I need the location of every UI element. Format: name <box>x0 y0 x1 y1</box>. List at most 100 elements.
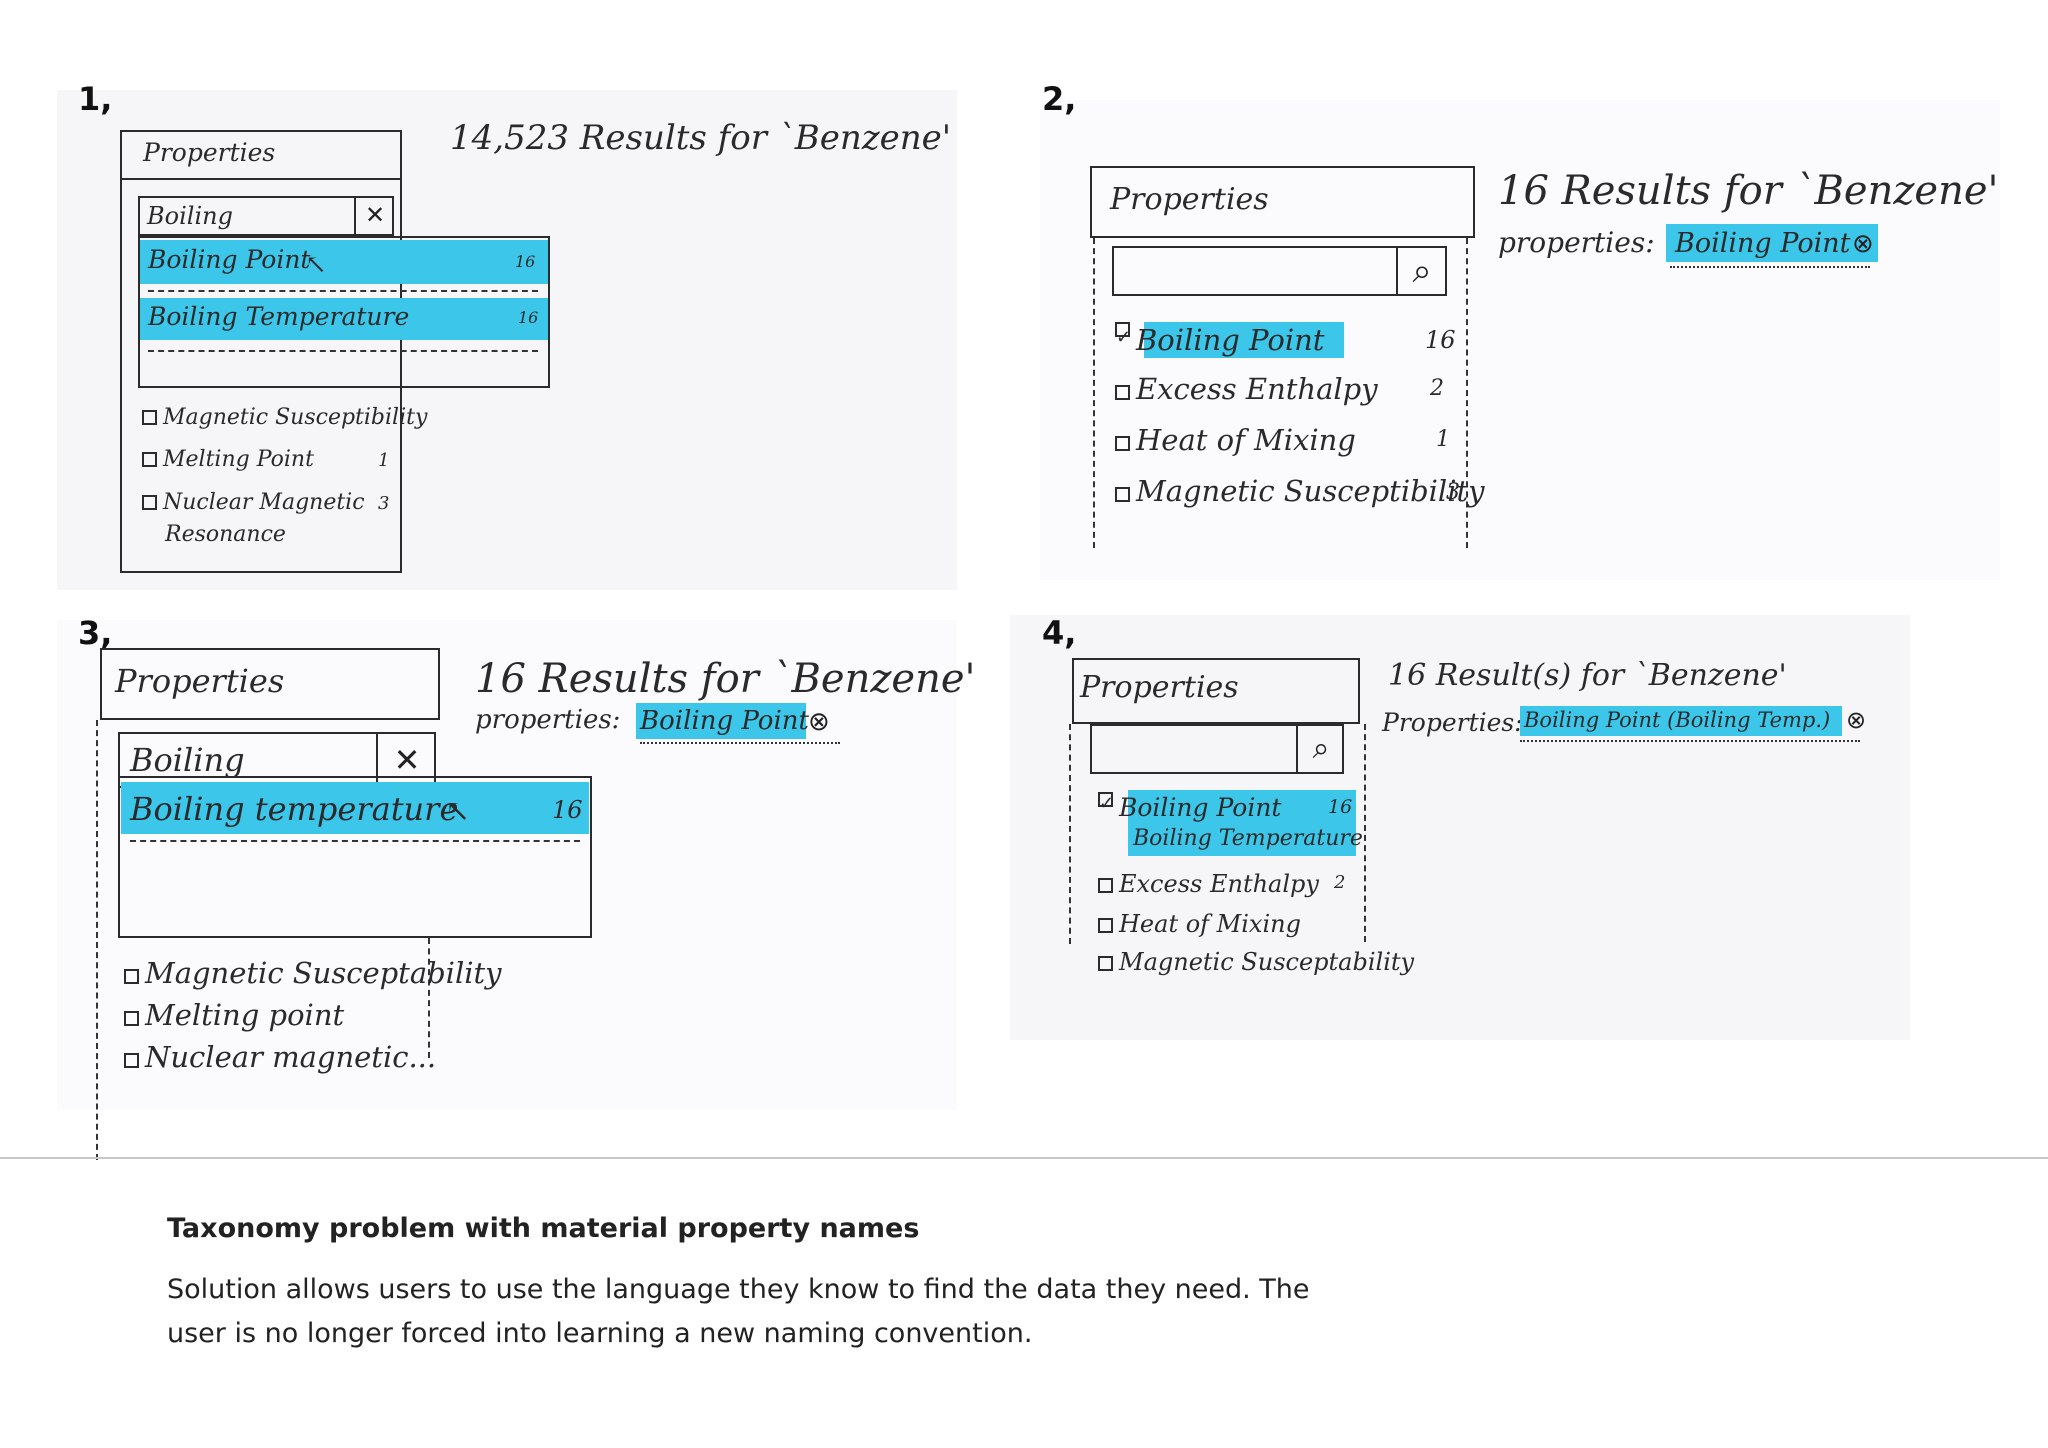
sketch-paper-3 <box>57 620 957 1110</box>
property-count: 2 <box>1430 376 1444 401</box>
checkbox-checked[interactable] <box>1115 322 1130 337</box>
facet-right-border <box>428 938 430 1058</box>
suggestion-highlight <box>121 782 589 834</box>
suggestion-item[interactable]: Boiling Temperature <box>148 302 410 331</box>
search-icon[interactable]: ⌕ <box>1396 248 1446 294</box>
panel-number: 3, <box>78 614 113 652</box>
panel-number: 2, <box>1042 80 1077 118</box>
checkbox[interactable] <box>1115 436 1130 451</box>
remove-filter-icon[interactable]: ⊗ <box>1852 228 1874 258</box>
cursor-icon: ↖ <box>445 794 471 829</box>
checkbox[interactable] <box>1098 878 1113 893</box>
search-icon[interactable]: ⌕ <box>1296 726 1344 772</box>
property-label: Magnetic Susceptibility <box>1136 474 1485 508</box>
active-filter-highlight <box>1666 224 1878 262</box>
facet-left-border <box>1093 238 1095 548</box>
checkbox[interactable] <box>1098 956 1113 971</box>
suggestion-item[interactable]: Boiling temperature <box>130 790 459 828</box>
facet-title: Properties <box>1110 182 1269 217</box>
filter-underline <box>1670 266 1870 268</box>
suggestion-highlight-1 <box>140 240 548 284</box>
filter-underline <box>1520 740 1860 742</box>
filter-label: Properties: <box>1382 708 1523 737</box>
checkbox[interactable] <box>124 1011 139 1026</box>
remove-filter-icon[interactable]: ⊗ <box>1846 707 1867 734</box>
clear-icon[interactable]: ✕ <box>354 198 394 234</box>
property-checkbox-item[interactable]: Magnetic Susceptibility <box>1115 474 1485 508</box>
property-checkbox-item[interactable]: Boiling Point <box>1115 322 1324 357</box>
property-label: Magnetic Susceptibility <box>163 405 428 430</box>
property-label: Melting Point <box>163 447 314 472</box>
remove-filter-icon[interactable]: ⊗ <box>808 706 830 736</box>
facet-title: Properties <box>143 138 276 167</box>
suggestion-highlight-2 <box>140 298 548 340</box>
property-count: 1 <box>1436 427 1450 452</box>
property-count: 3 <box>378 493 390 514</box>
property-checkbox-item[interactable]: Magnetic Susceptability <box>124 956 502 990</box>
checkbox-checked[interactable] <box>1098 792 1113 807</box>
checkbox[interactable] <box>124 1053 139 1068</box>
clear-icon[interactable]: ✕ <box>376 734 436 786</box>
property-label: Nuclear Magnetic <box>163 490 365 515</box>
property-checkbox-item[interactable]: Melting Point <box>142 447 314 472</box>
facet-title: Properties <box>115 662 285 700</box>
property-label: Excess Enthalpy <box>1119 870 1319 898</box>
panel-number: 4, <box>1042 614 1077 652</box>
property-synonym-label: Boiling Temperature <box>1133 826 1363 851</box>
suggestion-separator <box>148 290 538 292</box>
results-count: 16 Results for `Benzene' <box>1498 168 1999 214</box>
active-filter-chip[interactable]: Boiling Point <box>1675 228 1851 259</box>
facet-right-border <box>1364 724 1366 942</box>
active-filter-chip[interactable]: Boiling Point (Boiling Temp.) <box>1524 708 1831 732</box>
suggestion-dropdown <box>138 236 550 388</box>
properties-facet <box>1072 658 1360 724</box>
property-checkbox-item[interactable]: Melting point <box>124 998 344 1032</box>
property-checkbox-item[interactable]: Excess Enthalpy <box>1098 870 1319 898</box>
filter-label: properties: <box>475 705 621 735</box>
facet-left-border <box>1069 724 1071 944</box>
checkbox[interactable] <box>124 969 139 984</box>
property-search-input[interactable] <box>1112 246 1447 296</box>
property-count: 16 <box>1425 326 1456 354</box>
checkbox[interactable] <box>142 495 157 510</box>
sketch-paper-1 <box>57 90 957 590</box>
suggestion-separator <box>130 840 580 842</box>
sketch-panel-2: 2, 16 Results for `Benzene' properties: … <box>1000 0 2048 600</box>
suggestion-count: 16 <box>515 252 536 271</box>
checkbox[interactable] <box>1115 385 1130 400</box>
facet-title: Properties <box>1080 670 1239 705</box>
property-label: Boiling Point <box>1136 323 1325 357</box>
checkbox[interactable] <box>142 452 157 467</box>
property-checkbox-item[interactable]: Magnetic Susceptability <box>1098 948 1414 976</box>
facet-right-border <box>1466 238 1468 548</box>
property-checkbox-item[interactable]: Boiling Point <box>1098 792 1281 822</box>
suggestion-item[interactable]: Boiling Point <box>148 245 311 274</box>
property-checkbox-item[interactable]: Excess Enthalpy <box>1115 372 1378 406</box>
active-filter-highlight <box>636 703 806 739</box>
property-count: 3 <box>1446 480 1460 505</box>
property-checkbox-item[interactable]: Heat of Mixing <box>1098 910 1301 938</box>
property-search-input[interactable] <box>138 196 394 236</box>
property-label-line2: Resonance <box>165 522 286 547</box>
property-label: Magnetic Susceptability <box>145 956 502 990</box>
checked-item-highlight <box>1128 790 1356 856</box>
property-label: Melting point <box>145 998 345 1032</box>
property-count: 1 <box>378 450 390 471</box>
checkbox[interactable] <box>1098 918 1113 933</box>
active-filter-highlight <box>1520 706 1842 736</box>
property-search-input[interactable] <box>1090 724 1344 774</box>
checked-item-highlight <box>1144 322 1344 358</box>
checkbox[interactable] <box>1115 487 1130 502</box>
property-checkbox-item[interactable]: Heat of Mixing <box>1115 423 1356 457</box>
property-checkbox-item[interactable]: Magnetic Susceptibility <box>142 405 427 430</box>
property-checkbox-item[interactable]: Nuclear Magnetic <box>142 490 365 515</box>
property-checkbox-item[interactable]: Nuclear magnetic... <box>124 1040 436 1074</box>
caption-body: Solution allows users to use the languag… <box>167 1274 1310 1349</box>
title-underline <box>122 178 400 180</box>
facet-left-border <box>96 720 98 1160</box>
cursor-icon: ↖ <box>305 250 327 280</box>
active-filter-chip[interactable]: Boiling Point <box>640 706 809 736</box>
results-count: 16 Results for `Benzene' <box>475 656 976 702</box>
properties-facet <box>1090 166 1475 238</box>
checkbox[interactable] <box>142 410 157 425</box>
